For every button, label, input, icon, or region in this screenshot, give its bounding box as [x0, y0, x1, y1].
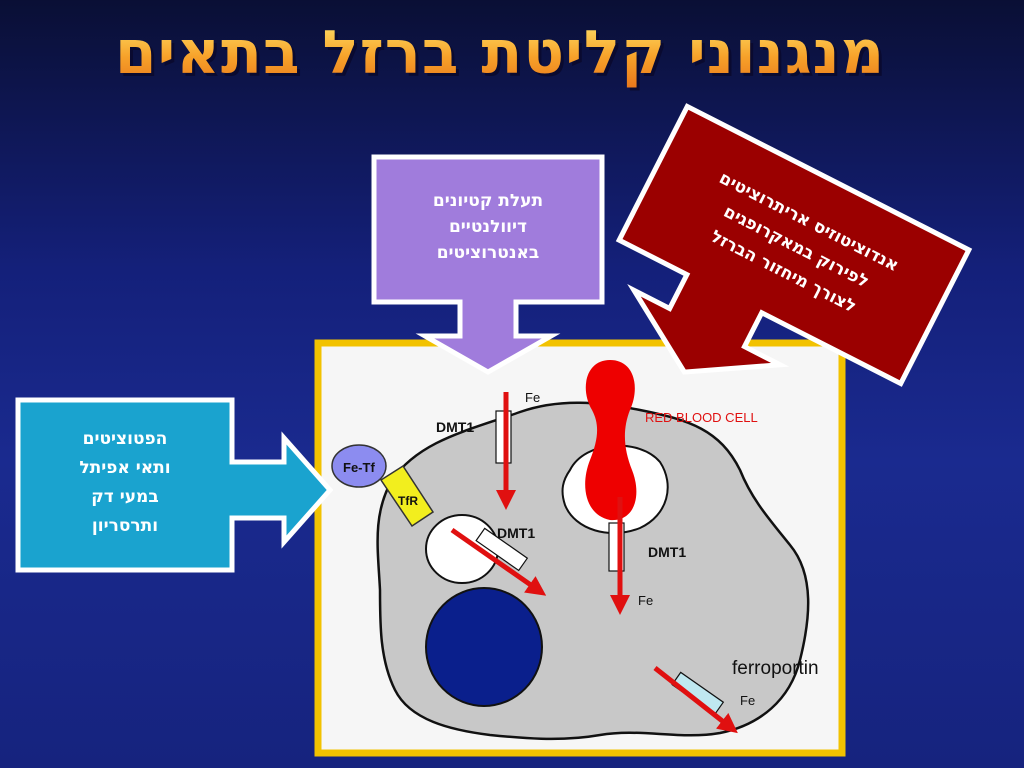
- fe-efflux-arrow-mid: [450, 527, 547, 596]
- rbc-label: RED BLOOD CELL: [645, 410, 758, 425]
- slide-title: מנגנוני קליטת ברזל בתאים: [40, 18, 960, 88]
- ferroportin-label: ferroportin: [732, 658, 819, 679]
- callout-top-label: תעלת קטיונים דיוולנטיים באנטרוציטים: [432, 191, 544, 263]
- fe-label-top: Fe: [525, 390, 540, 405]
- fe-tf-label: Fe-Tf: [343, 460, 375, 475]
- transferrin-receptor-complex: [331, 444, 435, 528]
- fe-label-right: Fe: [638, 593, 653, 608]
- callout-left-text: הפטוציטים ותאי אפיתל במעי דק ותרסריון: [24, 425, 226, 541]
- callout-top-text: תעלת קטיונים דיוולנטיים באנטרוציטים: [380, 188, 596, 266]
- red-blood-cell: [585, 360, 637, 521]
- callout-left-label: הפטוציטים ותאי אפיתל במעי דק ותרסריון: [79, 429, 171, 536]
- callout-top: [371, 154, 605, 375]
- dmt1-label-right: DMT1: [648, 544, 686, 560]
- fe-tf-molecule: [331, 444, 387, 488]
- dmt1-label-top: DMT1: [436, 419, 474, 435]
- tfr-label: TfR: [398, 494, 418, 508]
- callout-right: [615, 103, 973, 387]
- dmt1-label-mid: DMT1: [497, 525, 535, 541]
- fe-export-arrow: [653, 666, 738, 734]
- nucleus: [425, 587, 543, 707]
- callout-left: [15, 397, 334, 573]
- fe-label-ferroportin: Fe: [740, 693, 755, 708]
- dmt1-channel-mid: [475, 527, 529, 572]
- tfr-receptor: [379, 464, 435, 528]
